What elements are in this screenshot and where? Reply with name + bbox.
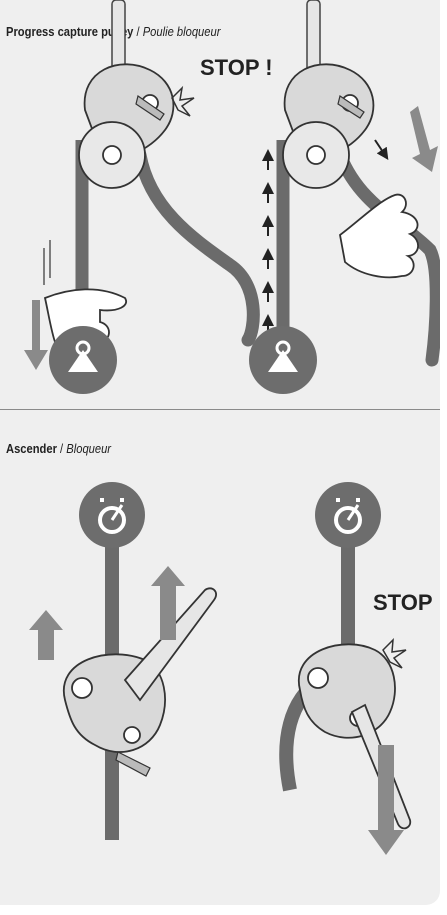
attachment-hole — [308, 668, 328, 688]
diagram-panel: Progress capture pulley / Poulie bloqueu… — [0, 0, 440, 905]
stop-burst-icon — [172, 88, 194, 116]
attachment-hole — [72, 678, 92, 698]
up-arrow-icon — [29, 610, 63, 660]
ascender-badge — [315, 482, 381, 548]
ascender-badge — [79, 482, 145, 548]
pulley-diagram-left: STOP ! — [24, 0, 273, 394]
illustration: STOP ! — [0, 0, 440, 905]
down-arrow-icon — [24, 300, 48, 370]
ascender-diagram-left — [29, 482, 216, 840]
cam — [124, 727, 140, 743]
cam-teeth — [116, 752, 150, 776]
pulley-diagram-right — [249, 0, 438, 394]
small-arrow-icon — [375, 140, 385, 155]
stop-label: STOP ! — [200, 55, 273, 80]
device-body — [299, 644, 395, 737]
pull-arrow-icon — [410, 106, 438, 172]
stop-label: STOP ! — [373, 590, 440, 615]
ascender-diagram-right: STOP ! — [286, 482, 440, 855]
hand — [340, 195, 418, 278]
axle — [103, 146, 121, 164]
axle — [307, 146, 325, 164]
rope — [140, 155, 253, 340]
